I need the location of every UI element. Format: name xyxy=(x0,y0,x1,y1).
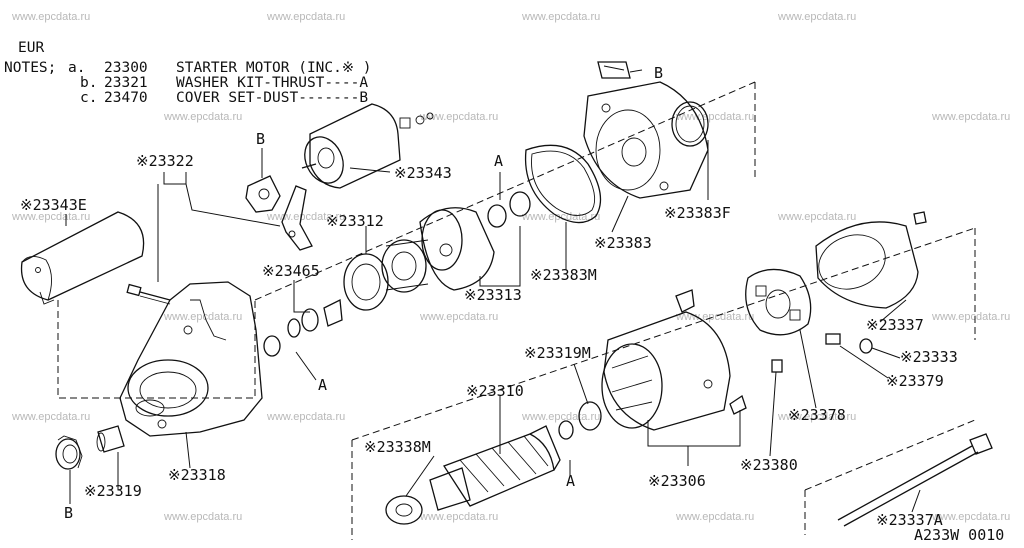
watermark: www.epcdata.ru xyxy=(11,11,90,23)
watermark: www.epcdata.ru xyxy=(931,311,1010,323)
marker-b-cap: B xyxy=(64,504,73,522)
marker-a-top: A xyxy=(494,152,503,170)
callout-23383F: ※23383F xyxy=(664,204,731,222)
note-text-b: WASHER KIT-THRUST----A xyxy=(176,75,368,91)
watermark: www.epcdata.ru xyxy=(163,111,242,123)
callout-23380: ※23380 xyxy=(740,456,798,474)
callout-23337: ※23337 xyxy=(866,316,924,334)
watermark: www.epcdata.ru xyxy=(419,311,498,323)
callout-23337A: ※23337A xyxy=(876,511,943,529)
solenoid-part xyxy=(301,103,434,189)
rubber-plug-part xyxy=(597,61,631,79)
watermark: www.epcdata.ru xyxy=(521,11,600,23)
long-bolt-part xyxy=(837,433,993,527)
assembly-outline-top xyxy=(57,81,756,399)
leader-lines xyxy=(65,69,921,513)
o-ring-part xyxy=(671,101,709,147)
watermark: www.epcdata.ru xyxy=(419,511,498,523)
thrust-washer-set xyxy=(263,308,319,357)
callout-23379: ※23379 xyxy=(886,372,944,390)
assembly-outline-bottom xyxy=(351,227,976,540)
figure-code: A233W 0010 xyxy=(914,526,1004,544)
callout-23310: ※23310 xyxy=(466,382,524,400)
shift-lever-part xyxy=(281,185,313,251)
watermark: www.epcdata.ru xyxy=(521,411,600,423)
watermark: www.epcdata.ru xyxy=(777,211,856,223)
watermark-layer: www.epcdata.ru www.epcdata.ru www.epcdat… xyxy=(11,11,1010,523)
marker-b-shield: B xyxy=(256,130,265,148)
watermark: www.epcdata.ru xyxy=(266,211,345,223)
callout-23312: ※23312 xyxy=(326,212,384,230)
through-bolt-part xyxy=(126,283,171,305)
callout-23318: ※23318 xyxy=(168,466,226,484)
watermark: www.epcdata.ru xyxy=(931,111,1010,123)
rear-cover-part xyxy=(583,81,709,199)
callout-23333: ※23333 xyxy=(900,348,958,366)
watermark: www.epcdata.ru xyxy=(11,211,90,223)
marker-a-nose: A xyxy=(318,376,327,394)
callout-23343E: ※23343E xyxy=(20,196,87,214)
callout-23319M: ※23319M xyxy=(524,344,591,362)
watermark: www.epcdata.ru xyxy=(675,311,754,323)
end-cap-part xyxy=(55,435,83,470)
dust-cover-part xyxy=(20,211,145,305)
note-key-b: b. xyxy=(80,75,97,91)
note-text-c: COVER SET-DUST-------B xyxy=(176,90,368,106)
gasket-part xyxy=(524,144,602,224)
note-text-a: STARTER MOTOR (INC.※ ) xyxy=(176,60,371,76)
watermark: www.epcdata.ru xyxy=(675,111,754,123)
marker-a-arm: A xyxy=(566,472,575,490)
callout-23465: ※23465 xyxy=(262,262,320,280)
watermark: www.epcdata.ru xyxy=(266,411,345,423)
note-part-b: 23321 xyxy=(104,75,148,91)
gear-case-part xyxy=(419,191,531,291)
notes-block: EUR NOTES; a. 23300 STARTER MOTOR (INC.※… xyxy=(4,40,371,106)
notes-heading: NOTES; xyxy=(4,60,56,76)
callout-23313: ※23313 xyxy=(464,286,522,304)
shield-plate-part xyxy=(245,175,281,213)
watermark: www.epcdata.ru xyxy=(931,511,1010,523)
watermark: www.epcdata.ru xyxy=(777,11,856,23)
note-key-c: c. xyxy=(80,90,97,106)
callout-23306: ※23306 xyxy=(648,472,706,490)
callout-23383M: ※23383M xyxy=(530,266,597,284)
yoke-part xyxy=(601,289,747,431)
callout-23338M: ※23338M xyxy=(364,438,431,456)
note-part-a: 23300 xyxy=(104,60,148,76)
pinion-gear-part xyxy=(323,239,429,327)
watermark: www.epcdata.ru xyxy=(11,411,90,423)
watermark: www.epcdata.ru xyxy=(266,11,345,23)
callout-23322: ※23322 xyxy=(136,152,194,170)
watermark: www.epcdata.ru xyxy=(163,511,242,523)
brush-holder-part xyxy=(745,268,873,373)
notes-region: EUR xyxy=(18,40,44,56)
armature-part xyxy=(385,401,602,525)
watermark: www.epcdata.ru xyxy=(777,411,856,423)
bushing-part xyxy=(96,425,125,453)
callout-23383: ※23383 xyxy=(594,234,652,252)
reference-markers: B B B A A A xyxy=(64,64,663,522)
marker-b-plug: B xyxy=(654,64,663,82)
callout-23319: ※23319 xyxy=(84,482,142,500)
watermark: www.epcdata.ru xyxy=(419,111,498,123)
watermark: www.epcdata.ru xyxy=(163,311,242,323)
end-frame-part xyxy=(815,211,927,309)
callout-23343: ※23343 xyxy=(394,164,452,182)
front-housing-part xyxy=(119,281,263,437)
watermark: www.epcdata.ru xyxy=(675,511,754,523)
callout-23378: ※23378 xyxy=(788,406,846,424)
note-key-a: a. xyxy=(68,60,85,76)
callout-labels: ※23322 ※23343E ※23343 ※23312 ※23465 ※233… xyxy=(20,152,958,529)
note-part-c: 23470 xyxy=(104,90,148,106)
